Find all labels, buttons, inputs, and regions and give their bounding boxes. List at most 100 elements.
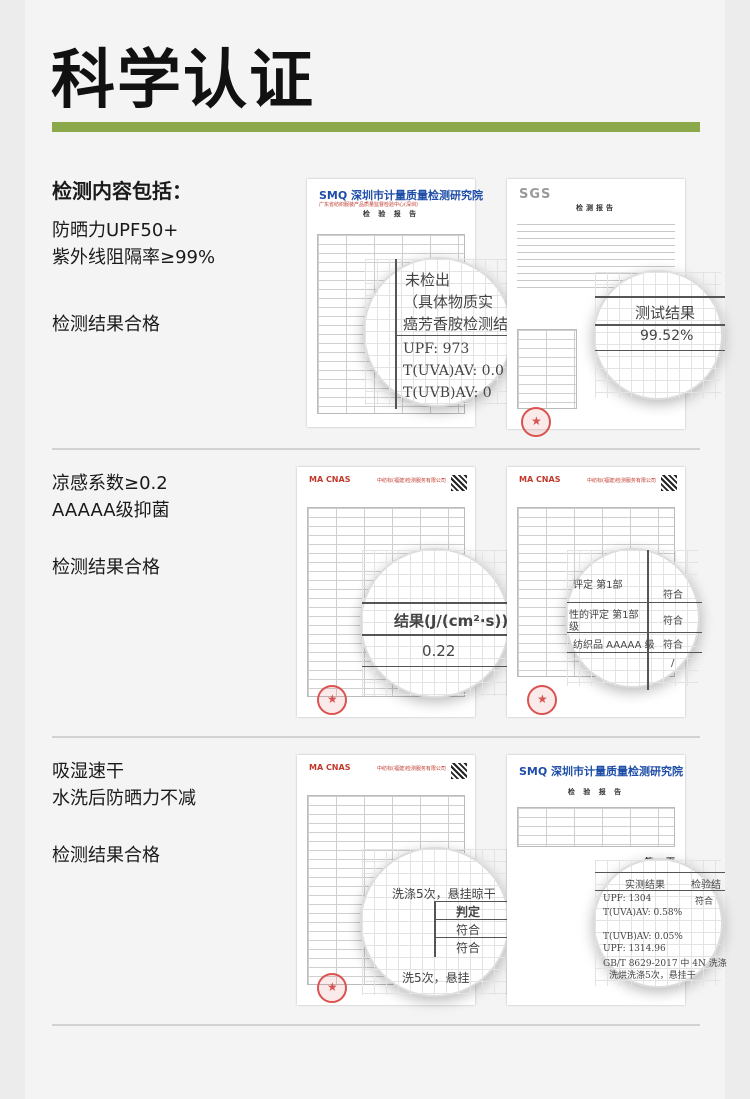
magnifier-smq-wash: 实测结果 检验结 UPF: 1304 符合 T(UVA)AV: 0.58% T(… — [593, 858, 727, 988]
section-1-line-2: 紫外线阻隔率≥99% — [52, 247, 216, 268]
section-3-text: 吸湿速干 水洗后防晒力不减 检测结果合格 — [52, 758, 292, 869]
magnifier-text: 测试结果 — [635, 304, 696, 322]
magnifier-text: T(UVB)AV: 0.05% — [603, 932, 683, 942]
magnifier-text: UPF: 1304 — [603, 894, 652, 904]
magnifier-text: / — [671, 658, 675, 669]
cnas-logo: MA CNAS — [309, 763, 351, 772]
magnifier-rule — [362, 666, 512, 667]
magnifier-text: T(UVB)AV: 0 — [403, 385, 492, 401]
magnifier-text: 符合 — [456, 923, 481, 937]
magnifier-text: 符合 — [695, 897, 714, 907]
magnifier-uv-rate: 测试结果 99.52% — [593, 270, 725, 400]
section-3-result: 检测结果合格 — [52, 845, 160, 866]
magnifier-text: 结果(J/(cm²·s)) — [394, 612, 509, 630]
magnifier-text: T(UVA)AV: 0.0 — [403, 363, 504, 379]
magnifier-rule — [362, 634, 512, 636]
magnifier-text: 符合 — [456, 941, 481, 955]
report-issuer: 广东省纺织服装产品质量监督检验中心(深圳) — [319, 202, 418, 208]
magnifier-rule — [434, 901, 436, 957]
section-divider — [52, 1024, 700, 1026]
section-3-line-1: 吸湿速干 — [52, 761, 124, 782]
section-1-result: 检测结果合格 — [52, 314, 160, 335]
magnifier-rule — [395, 335, 515, 336]
cnas-logo: MA CNAS — [309, 475, 351, 484]
magnifier-rule — [595, 324, 725, 326]
magnifier-text: GB/T 8629-2017 中 4N 洗涤 — [603, 959, 727, 969]
section-3-line-2: 水洗后防晒力不减 — [52, 788, 196, 809]
section-divider — [52, 736, 700, 738]
magnifier-text: 实测结果 — [625, 880, 665, 891]
magnifier-text: 判定 — [456, 905, 481, 919]
magnifier-grid — [595, 272, 721, 398]
magnifier-rule — [595, 350, 725, 351]
section-1-line-1: 防晒力UPF50+ — [52, 220, 179, 241]
magnifier-rule — [434, 901, 512, 902]
magnifier-rule — [595, 872, 725, 873]
magnifier-rule — [595, 296, 725, 298]
magnifier-rule — [595, 890, 725, 891]
section-2-line-1: 凉感系数≥0.2 — [52, 473, 168, 494]
seal-stamp — [317, 973, 347, 1003]
report-heading: 检测报告 — [576, 204, 616, 212]
magnifier-rule — [647, 550, 649, 690]
magnifier-rule — [567, 602, 702, 603]
magnifier-rule — [434, 919, 512, 920]
section-2-result: 检测结果合格 — [52, 557, 160, 578]
magnifier-rule — [395, 259, 397, 409]
magnifier-grid — [365, 259, 511, 405]
report-issuer: 中纺标(福建)检测服务有限公司 — [587, 478, 656, 484]
magnifier-text: 0.22 — [422, 642, 456, 660]
magnifier-grid — [567, 550, 698, 686]
report-heading: 检 验 报 告 — [362, 210, 420, 218]
magnifier-text: 符合 — [663, 616, 683, 627]
accent-bar — [52, 122, 700, 132]
seal-stamp — [527, 685, 557, 715]
report-table — [517, 807, 675, 847]
report-issuer: 中纺标(福建)检测服务有限公司 — [377, 766, 446, 772]
smq-logo: SMQ 深圳市计量质量检测研究院 — [319, 189, 484, 202]
section-2-text: 凉感系数≥0.2 AAAAA级抑菌 检测结果合格 — [52, 470, 292, 581]
report-heading: 检 验 报 告 — [567, 788, 625, 796]
seal-stamp — [317, 685, 347, 715]
magnifier-text: UPF: 1314.96 — [603, 944, 666, 954]
report-table — [517, 329, 577, 409]
magnifier-wash: 洗涤5次，悬挂晾干 判定 符合 符合 洗5次，悬挂 — [360, 847, 512, 997]
magnifier-antibacterial: 评定 第1部 符合 性的评定 第1部 级 符合 纺织品 AAAAA 级 符合 / — [565, 548, 702, 690]
section-1-text: 检测内容包括： 防晒力UPF50+ 紫外线阻隔率≥99% 检测结果合格 — [52, 177, 292, 338]
magnifier-rule — [567, 632, 702, 633]
magnifier-text: UPF: 973 — [403, 341, 470, 357]
section-divider — [52, 448, 700, 450]
qr-code — [451, 763, 467, 779]
magnifier-text: （具体物质实 — [403, 293, 494, 311]
magnifier-text: 未检出 — [405, 271, 451, 289]
magnifier-text: 符合 — [663, 590, 683, 601]
report-issuer: 中纺标(福建)检测服务有限公司 — [377, 478, 446, 484]
magnifier-text: 洗烘洗涤5次，悬挂干 — [609, 971, 696, 981]
magnifier-text: 纺织品 AAAAA 级 — [573, 640, 655, 651]
qr-code — [451, 475, 467, 491]
magnifier-upf: 未检出 （具体物质实 癌芳香胺检测结 UPF: 973 T(UVA)AV: 0.… — [363, 257, 515, 409]
magnifier-text: 评定 第1部 — [573, 580, 623, 591]
magnifier-text: T(UVA)AV: 0.58% — [603, 908, 683, 918]
magnifier-text: 洗涤5次，悬挂晾干 — [392, 887, 496, 901]
magnifier-text: 检验结 — [691, 880, 721, 891]
page-title: 科学认证 — [51, 44, 315, 118]
magnifier-grid — [595, 860, 721, 986]
smq-logo: SMQ 深圳市计量质量检测研究院 — [519, 765, 684, 778]
magnifier-text: 性的评定 第1部 — [569, 610, 639, 621]
magnifier-text: 99.52% — [640, 328, 694, 344]
magnifier-text: 癌芳香胺检测结 — [403, 315, 509, 333]
magnifier-cooling: 结果(J/(cm²·s)) 0.22 — [360, 548, 512, 698]
magnifier-rule — [567, 652, 702, 653]
qr-code — [661, 475, 677, 491]
seal-stamp — [521, 407, 551, 437]
section-2-line-2: AAAAA级抑菌 — [52, 500, 170, 521]
magnifier-text: 洗5次，悬挂 — [402, 971, 470, 985]
magnifier-grid — [362, 550, 508, 696]
magnifier-rule — [362, 602, 512, 604]
cnas-logo: MA CNAS — [519, 475, 561, 484]
section-1-heading: 检测内容包括： — [52, 179, 192, 203]
magnifier-text: 符合 — [663, 640, 683, 651]
certification-page: 科学认证 检测内容包括： 防晒力UPF50+ 紫外线阻隔率≥99% 检测结果合格… — [25, 0, 727, 1099]
sgs-logo: SGS — [519, 187, 552, 202]
